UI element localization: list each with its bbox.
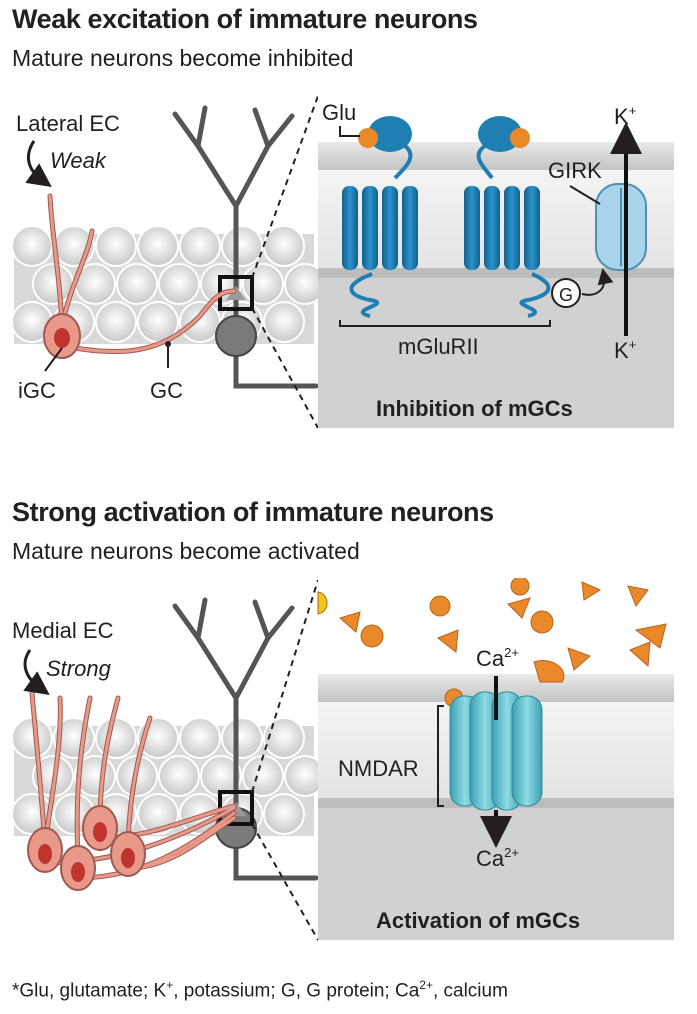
g-protein-icon	[551, 278, 581, 308]
nmdar-bracket	[437, 705, 444, 807]
immature-neurons	[27, 690, 237, 891]
mglurii-receptor-2	[464, 116, 551, 318]
mglurii-receptor-1	[342, 116, 418, 318]
mglurii-bracket	[339, 320, 551, 327]
top-panel-subtitle: Mature neurons become inhibited	[12, 45, 354, 71]
inhibition-caption: Inhibition of mGCs	[376, 396, 573, 421]
k-bottom-label: K+	[614, 337, 636, 363]
mature-neuron	[172, 105, 319, 389]
strong-input-arrow	[23, 649, 50, 695]
girk-label: GIRK	[548, 158, 602, 183]
inhibition-diagram: Lateral EC Weak iGC GC	[11, 90, 674, 429]
footnote: *Glu, glutamate; K+, potassium; G, G pro…	[12, 978, 508, 1002]
glutamate-molecules	[317, 578, 667, 708]
activation-diagram: Medial EC Strong Ca2+ Ca2+ N	[11, 578, 674, 941]
bottom-panel-title: Strong activation of immature neurons	[12, 497, 494, 527]
synapse-icon	[226, 286, 246, 300]
ca-top-label: Ca2+	[476, 645, 519, 671]
synapse-zoom-panel	[318, 580, 674, 940]
top-panel-title: Weak excitation of immature neurons	[12, 4, 478, 34]
mature-neuron	[172, 597, 319, 881]
activation-caption: Activation of mGCs	[376, 908, 580, 933]
glu-label: Glu	[322, 100, 356, 125]
lateral-ec-label: Lateral EC	[16, 111, 120, 136]
weak-input-arrow	[25, 140, 52, 187]
ca-bottom-label: Ca2+	[476, 845, 519, 871]
mature-neuron-soma	[215, 315, 257, 357]
bottom-panel-subtitle: Mature neurons become activated	[12, 538, 360, 564]
weak-label: Weak	[50, 148, 107, 173]
nmdar-channel	[449, 691, 543, 811]
medial-ec-label: Medial EC	[12, 618, 114, 643]
girk-channel	[595, 183, 647, 271]
g-protein-label: G	[559, 285, 573, 305]
strong-label: Strong	[46, 656, 112, 681]
immature-neuron-nucleus	[54, 328, 70, 348]
nmdar-label: NMDAR	[338, 756, 419, 781]
mglurii-label: mGluRII	[398, 334, 479, 359]
granule-cell-layer	[11, 717, 326, 836]
gc-label: GC	[150, 378, 183, 403]
k-top-label: K+	[614, 103, 636, 129]
igc-label: iGC	[18, 378, 56, 403]
